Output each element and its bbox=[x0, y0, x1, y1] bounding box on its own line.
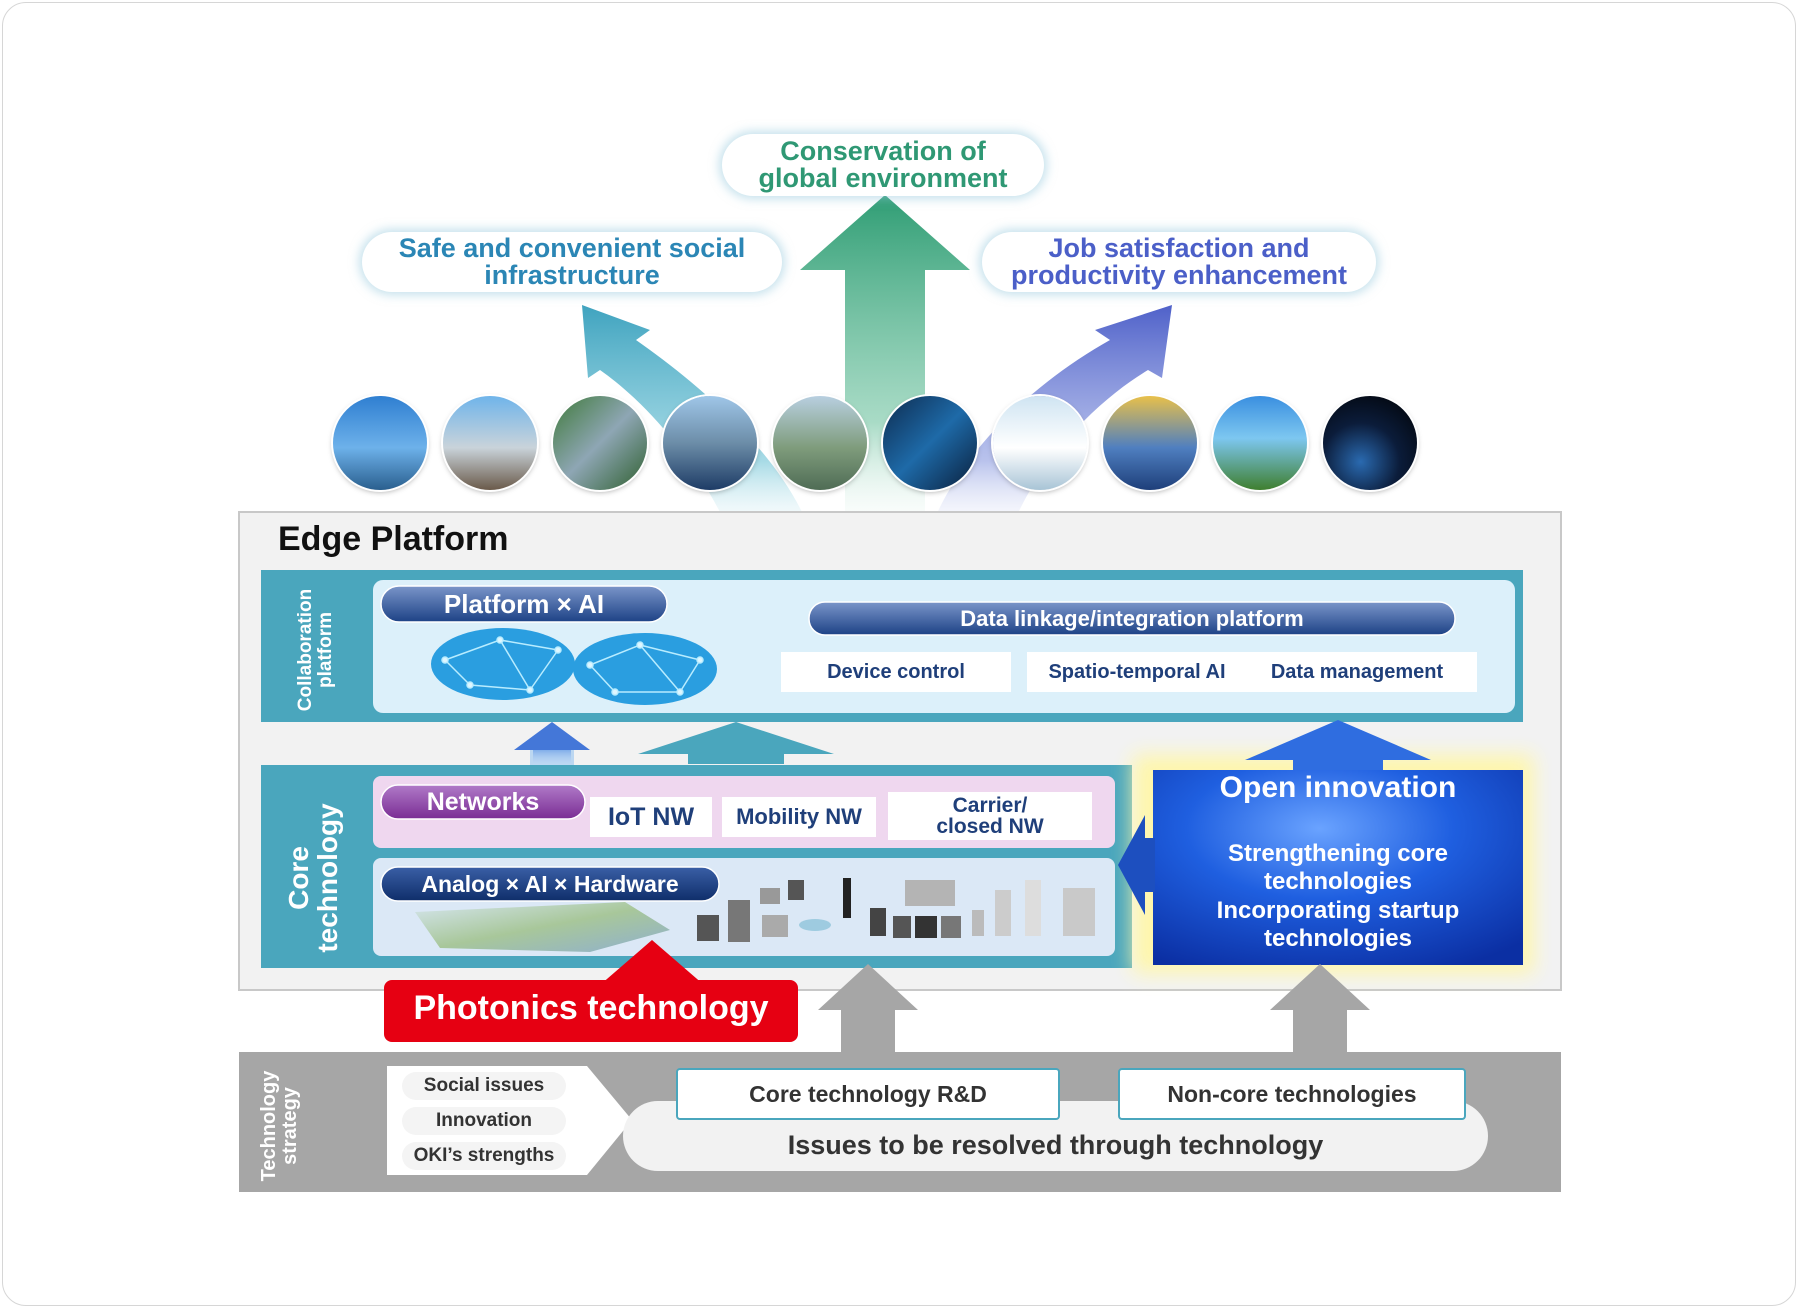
goal-infrastructure-line2: infrastructure bbox=[484, 260, 660, 290]
strategy-side-label-line1: Technology bbox=[258, 1070, 280, 1182]
arrow-green-up bbox=[800, 195, 970, 545]
photo-bridge bbox=[1213, 396, 1307, 490]
issues-label: Issues to be resolved through technology bbox=[787, 1130, 1324, 1160]
arrow-core-to-collab-mid-head bbox=[638, 722, 834, 754]
photo-tower bbox=[443, 396, 537, 490]
open-innovation-line4: technologies bbox=[1263, 924, 1413, 952]
input-social-issues: Social issues bbox=[402, 1072, 566, 1100]
strategy-side-label-line2: strategy bbox=[279, 1087, 301, 1165]
arrow-open-to-core bbox=[1118, 815, 1145, 915]
module-spatio-temporal-ai: Spatio-temporal AI bbox=[1027, 652, 1247, 692]
platform-ai-pill: Platform × AI bbox=[443, 588, 605, 619]
networks-pill: Networks bbox=[426, 787, 540, 816]
arrow-rd-up bbox=[818, 964, 918, 1070]
arrow-core-to-collab-mid-stem bbox=[688, 752, 784, 764]
edge-platform-title: Edge Platform bbox=[278, 520, 509, 558]
photo-robot-arm bbox=[1103, 396, 1197, 490]
nw-iot: IoT NW bbox=[590, 797, 712, 837]
module-device-control: Device control bbox=[781, 652, 1011, 692]
collaboration-side-label-line2: platform bbox=[314, 612, 336, 688]
input-oki-strengths: OKI’s strengths bbox=[402, 1142, 566, 1170]
open-innovation-body: Strengthening core technologies Incorpor… bbox=[1153, 840, 1523, 953]
goal-environment-line1: Conservation of bbox=[780, 136, 986, 166]
photo-satellite bbox=[1323, 396, 1417, 490]
arrow-open-to-collab-head bbox=[1245, 720, 1431, 760]
strategy-side-label: Technology strategy bbox=[258, 1061, 311, 1191]
analog-ai-hardware-pill: Analog × AI × Hardware bbox=[421, 870, 679, 897]
platform-ai-pill-shape bbox=[380, 585, 668, 623]
smart-city-illustration bbox=[415, 902, 670, 952]
photo-city bbox=[773, 396, 867, 490]
photonics-arrow-head bbox=[600, 940, 704, 985]
nw-mobility: Mobility NW bbox=[722, 797, 876, 837]
arrow-noncore-up bbox=[1270, 964, 1370, 1070]
nw-carrier-closed: Carrier/ closed NW bbox=[888, 792, 1092, 840]
network-mesh bbox=[441, 636, 704, 696]
collaboration-side-label: Collaboration platform bbox=[295, 570, 336, 730]
core-side-label-line2: technology bbox=[312, 803, 344, 953]
goal-environment-line2: global environment bbox=[758, 163, 1008, 193]
open-innovation-line2: technologies bbox=[1263, 868, 1413, 896]
analog-pill-shape bbox=[380, 866, 720, 902]
photonics-box bbox=[384, 980, 798, 1042]
open-innovation-box bbox=[1153, 770, 1523, 965]
networks-pill-shape bbox=[380, 784, 586, 820]
data-linkage-pill-shape bbox=[808, 601, 1456, 636]
core-side-label: Core technology bbox=[283, 788, 348, 968]
goal-infrastructure-line1: Safe and convenient social bbox=[398, 233, 746, 263]
core-rd-box: Core technology R&D bbox=[676, 1068, 1060, 1120]
photo-researchers bbox=[993, 396, 1087, 490]
photo-container-ship bbox=[663, 396, 757, 490]
collaboration-side-label-line1: Collaboration bbox=[295, 588, 316, 712]
arrow-open-to-core-stem bbox=[1145, 838, 1155, 892]
goal-productivity-line2: productivity enhancement bbox=[1010, 260, 1348, 290]
arrow-open-to-collab-stem bbox=[1293, 755, 1383, 770]
photo-control-room bbox=[883, 396, 977, 490]
network-ellipse-right bbox=[573, 633, 717, 705]
open-innovation-line3: Incorporating startup bbox=[1216, 896, 1460, 924]
equipment-illustration bbox=[697, 878, 1095, 942]
input-innovation: Innovation bbox=[402, 1107, 566, 1135]
arrow-core-to-collab-left-head bbox=[514, 722, 590, 750]
goal-productivity-line1: Job satisfaction and bbox=[1048, 233, 1310, 263]
core-side-label-line1: Core bbox=[283, 846, 314, 910]
photo-social-infrastructure bbox=[333, 396, 427, 490]
open-innovation-line1: Strengthening core bbox=[1227, 840, 1449, 867]
photonics-label: Photonics technology bbox=[413, 989, 769, 1027]
module-data-management: Data management bbox=[1237, 652, 1477, 692]
photo-highway bbox=[553, 396, 647, 490]
noncore-box: Non-core technologies bbox=[1118, 1068, 1466, 1120]
data-linkage-pill: Data linkage/integration platform bbox=[960, 605, 1304, 631]
open-innovation-title: Open innovation bbox=[1219, 771, 1457, 804]
